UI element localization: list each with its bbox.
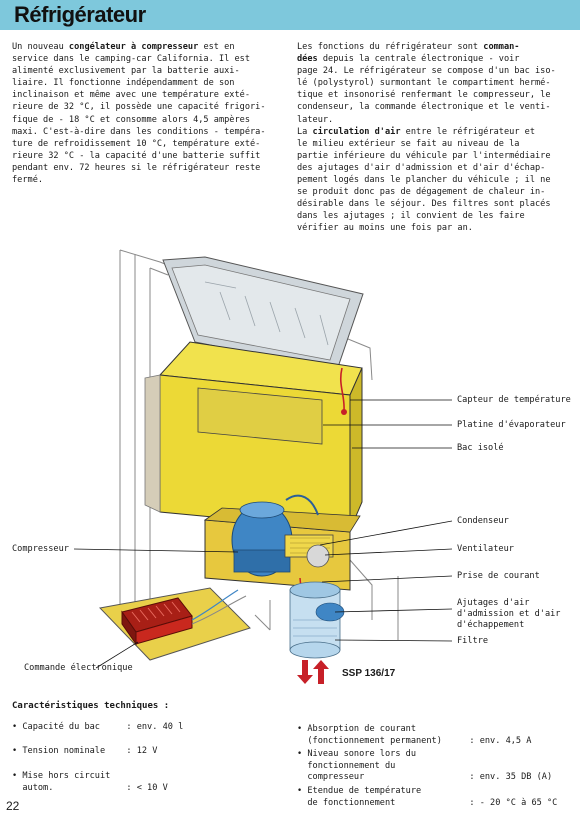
- specs-title: Caractéristiques techniques :: [12, 701, 170, 711]
- spec-temperature: • Etendue de température de fonctionneme…: [297, 786, 558, 808]
- label-tank: Bac isolé: [457, 443, 504, 453]
- label-fan: Ventilateur: [457, 544, 514, 554]
- callout-lines: [73, 399, 453, 669]
- label-socket: Prise de courant: [457, 571, 540, 581]
- air-nozzles: [289, 581, 345, 659]
- page-number: 22: [6, 799, 20, 813]
- spec-current: • Absorption de courant (fonctionnement …: [297, 724, 532, 746]
- page-title: Réfrigérateur: [14, 2, 146, 27]
- label-evaporator: Platine d'évaporateur: [457, 420, 566, 430]
- evaporator-plate: [197, 387, 323, 445]
- side-panel: [144, 374, 161, 513]
- label-compressor: Compresseur: [12, 544, 69, 554]
- electronic-control-unit: [121, 597, 193, 646]
- label-condenser: Condenseur: [457, 516, 509, 526]
- airflow-arrows: [297, 660, 329, 684]
- tank-side: [349, 367, 363, 531]
- refrigerator-diagram: [73, 249, 453, 684]
- intro-text: Un nouveau congélateur à compresseur est…: [12, 42, 266, 186]
- figure-reference: SSP 136/17: [342, 668, 396, 679]
- functions-text: Les fonctions du réfrigérateur sont comm…: [297, 42, 556, 234]
- sensor-wire: [339, 367, 345, 411]
- label-sensor: Capteur de température: [457, 395, 571, 405]
- fan: [306, 544, 330, 568]
- spec-capacity: • Capacité du bac: env. 40 l: [12, 722, 184, 732]
- compressor: [231, 494, 319, 577]
- label-filter: Filtre: [457, 636, 489, 646]
- spec-noise: • Niveau sonore lors du fonctionnement d…: [297, 749, 553, 782]
- spec-voltage: • Tension nominale: 12 V: [12, 746, 158, 756]
- freezer-lid: [162, 256, 364, 371]
- label-control: Commande électronique: [24, 663, 133, 673]
- label-nozzles: Ajutages d'air d'admission et d'air d'éc…: [457, 598, 561, 630]
- title-bar: [0, 0, 580, 30]
- spec-cutoff: • Mise hors circuit autom.: < 10 V: [12, 771, 168, 793]
